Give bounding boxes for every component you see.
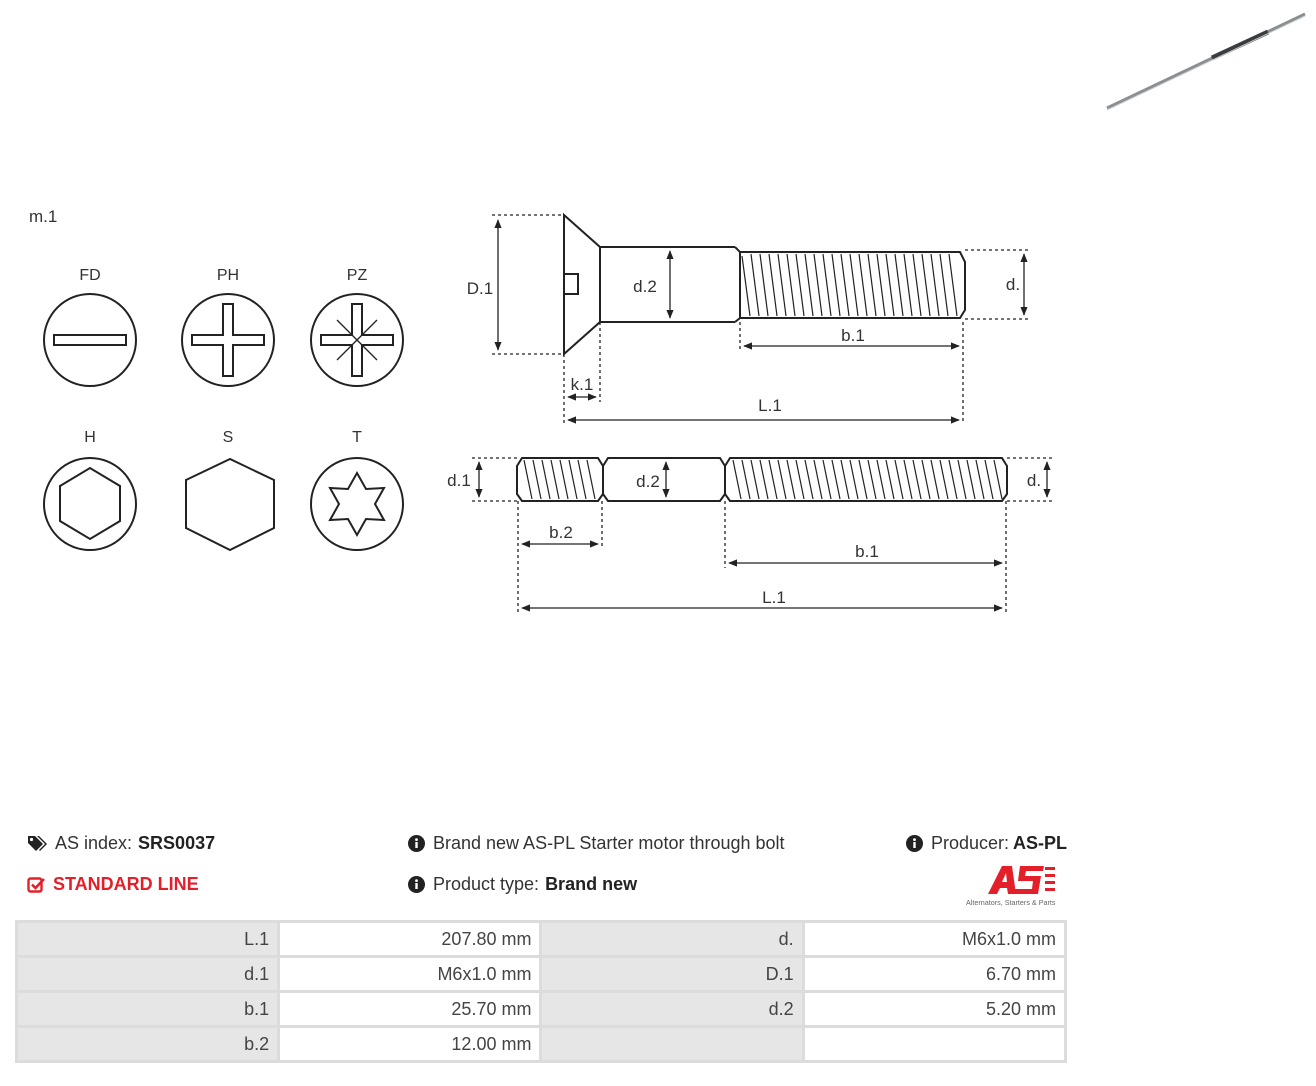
top-dimension-lines — [492, 214, 1028, 424]
checkbox-checked-icon — [27, 876, 45, 894]
table-row: d.1 M6x1.0 mm D.1 6.70 mm — [14, 955, 1068, 993]
dim-label-L1-bottom: L.1 — [762, 588, 786, 607]
as-index: AS index: SRS0037 — [27, 833, 215, 854]
spec-value: 6.70 mm — [801, 955, 1068, 993]
head-label-t: T — [352, 429, 362, 446]
head-label-h: H — [84, 429, 96, 446]
product-type-label: Product type: — [433, 874, 540, 894]
dim-label-d2-top: d.2 — [633, 277, 657, 296]
spec-key — [539, 1025, 805, 1063]
info-icon — [408, 835, 425, 852]
spec-value: M6x1.0 mm — [277, 955, 543, 993]
spec-key: L.1 — [14, 920, 281, 958]
table-row: L.1 207.80 mm d. M6x1.0 mm — [14, 920, 1068, 958]
bottom-dimension-lines — [472, 457, 1052, 613]
hex-socket-head-icon — [43, 457, 137, 551]
dim-label-b1-top: b.1 — [841, 326, 865, 345]
spec-value: M6x1.0 mm — [801, 920, 1068, 958]
spec-value: 5.20 mm — [801, 990, 1068, 1028]
as-index-label: AS index: — [55, 833, 133, 853]
logo-tagline: Alternators, Starters & Parts — [966, 898, 1056, 907]
table-row: b.1 25.70 mm d.2 5.20 mm — [14, 990, 1068, 1028]
spec-key: d.1 — [14, 955, 281, 993]
product-line-text: STANDARD LINE — [53, 874, 199, 894]
dim-label-b1-bottom: b.1 — [855, 542, 879, 561]
product-type-value: Brand new — [545, 874, 638, 894]
spec-key: d.2 — [539, 990, 805, 1028]
pozidriv-head-icon — [310, 293, 404, 387]
tags-icon — [27, 835, 47, 853]
producer-value: AS-PL — [1013, 833, 1068, 853]
dim-label-k1: k.1 — [571, 375, 594, 394]
as-index-value: SRS0037 — [138, 833, 216, 853]
spec-key: b.2 — [14, 1025, 281, 1063]
dim-label-d1: d.1 — [447, 471, 471, 490]
spec-value: 12.00 mm — [277, 1025, 543, 1063]
slotted-head-icon — [43, 293, 137, 387]
as-logo: Alternators, Starters & Parts — [962, 862, 1070, 908]
producer: Producer: AS-PL — [906, 833, 1067, 854]
technical-drawing: m.1 FD PH PZ H S T — [29, 12, 1306, 613]
info-icon — [408, 876, 425, 893]
spec-key: d. — [539, 920, 805, 958]
dim-label-D1: D.1 — [467, 279, 493, 298]
product-photo — [1106, 12, 1306, 111]
head-label-fd: FD — [79, 267, 100, 284]
stud-bolt-drawing — [516, 457, 1008, 502]
producer-label: Producer: — [931, 833, 1010, 853]
phillips-head-icon — [181, 293, 275, 387]
info-icon — [906, 835, 923, 852]
spec-value: 207.80 mm — [277, 920, 543, 958]
hex-head-icon — [185, 457, 275, 552]
spec-key: b.1 — [14, 990, 281, 1028]
head-label-s: S — [223, 429, 234, 446]
dim-label-d-top: d. — [1006, 275, 1020, 294]
model-label: m.1 — [29, 207, 57, 226]
product-description: Brand new AS-PL Starter motor through bo… — [408, 833, 785, 854]
dim-label-d-bottom: d. — [1027, 471, 1041, 490]
dim-label-b2: b.2 — [549, 523, 573, 542]
table-row: b.2 12.00 mm — [14, 1025, 1068, 1063]
spec-value — [801, 1025, 1068, 1063]
spec-key: D.1 — [539, 955, 805, 993]
countersunk-bolt-drawing — [563, 212, 966, 357]
product-line: STANDARD LINE — [27, 874, 199, 895]
head-label-pz: PZ — [347, 267, 368, 284]
dim-label-d2-bottom: d.2 — [636, 472, 660, 491]
product-type: Product type: Brand new — [408, 874, 637, 895]
spec-table: L.1 207.80 mm d. M6x1.0 mm d.1 M6x1.0 mm… — [14, 920, 1068, 1063]
description-text: Brand new AS-PL Starter motor through bo… — [433, 833, 785, 853]
head-label-ph: PH — [217, 267, 239, 284]
dim-label-L1-top: L.1 — [758, 396, 782, 415]
spec-value: 25.70 mm — [277, 990, 543, 1028]
torx-head-icon — [310, 457, 404, 551]
